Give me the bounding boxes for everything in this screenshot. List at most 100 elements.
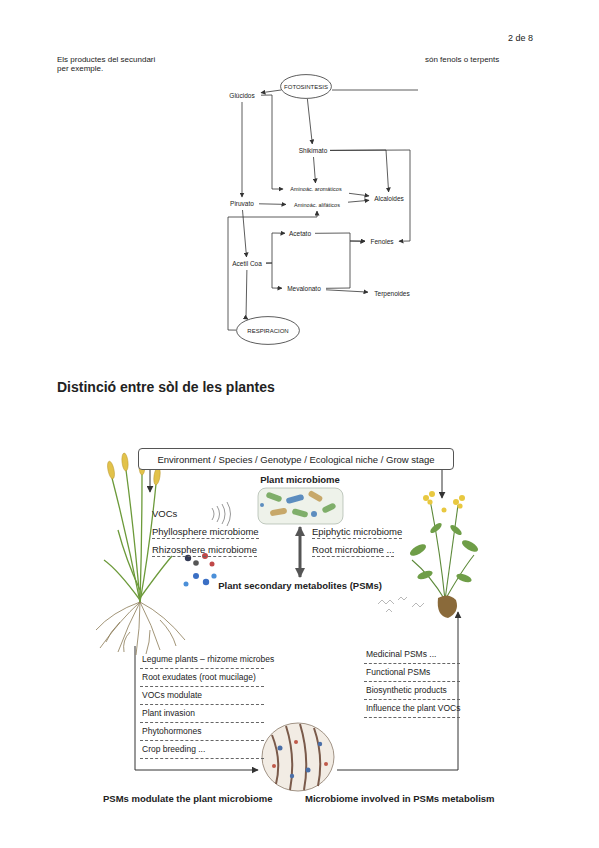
wheat-plant: [124, 632, 130, 652]
flow-arrow: [330, 150, 410, 241]
cell-image: [300, 724, 306, 790]
process-node: Acetil Coa: [229, 258, 265, 269]
wheat-plant: [106, 622, 120, 642]
flow-arrow: [314, 157, 316, 183]
cell-image: [262, 723, 334, 791]
flow-arrow: [326, 241, 365, 288]
list-item: Phytohormones: [140, 723, 264, 741]
figure-label: Microbiome involved in PSMs metabolism: [305, 793, 495, 804]
cell-image: [272, 724, 320, 790]
flow-arrow: [307, 99, 312, 144]
page-text: Els productes del secundari: [57, 55, 155, 64]
list-item: Medicinal PSMs ...: [364, 646, 460, 664]
medicinal-plant: [429, 491, 435, 497]
microbe-image: [258, 488, 343, 524]
process-node: Terpenoides: [369, 288, 415, 299]
figure-label: Epiphytic microbiome: [312, 526, 402, 539]
list-item: Biosynthetic products: [364, 682, 460, 700]
medicinal-plant: [455, 572, 472, 584]
flow-arrow: [259, 203, 286, 205]
section-heading: Distinció entre sòl de les plantes: [57, 379, 275, 395]
microbe-image: [291, 508, 308, 518]
cell-image: [286, 726, 292, 790]
medicinal-plant: [460, 538, 480, 554]
molecule-dots: [193, 560, 199, 566]
flow-arrow: [266, 233, 285, 263]
figure-label: Rhizosphere microbiome: [152, 544, 257, 557]
voc-waves: [227, 502, 231, 526]
wheat-plant: [112, 478, 140, 602]
medicinal-plant: [445, 555, 474, 600]
voc-waves: [222, 504, 225, 524]
medicinal-plant: [457, 503, 462, 508]
cell-image: [314, 728, 320, 786]
list-item: Plant invasion: [140, 705, 264, 723]
wheat-plant: [100, 602, 140, 648]
list-box: Legume plants – rhizome microbesRoot exu…: [140, 651, 264, 759]
figure-wires: [150, 470, 151, 492]
wheat-plant: [118, 602, 140, 652]
wheat-plant: [140, 556, 172, 598]
microbe-image: [265, 491, 282, 502]
list-item: Influence the plant VOCs: [364, 700, 460, 718]
flow-arrow: [330, 150, 389, 192]
node-text: Terpenoides: [374, 290, 409, 297]
list-item: Crop breeding ...: [140, 741, 264, 759]
molecule-dots: [211, 573, 216, 578]
medicinal-plant: [438, 595, 457, 618]
node-text: Acetil Coa: [232, 260, 262, 267]
wheat-plant: [136, 602, 140, 655]
process-node: Plant microbiome: [250, 474, 350, 526]
cell-image: [318, 742, 322, 746]
flow-arrow: [243, 210, 247, 257]
medicinal-plant: [427, 499, 432, 504]
figure-label: Root microbiome ...: [312, 544, 394, 557]
flow-arrow: [261, 90, 281, 93]
process-node: Aminoác. aromáticos: [284, 184, 348, 194]
medicinal-plant: [408, 542, 428, 558]
medicinal-plant: [423, 491, 465, 513]
process-node: Glúcidos: [224, 90, 260, 101]
wheat-plant: [140, 484, 156, 602]
microbe-image: [307, 490, 323, 503]
page-text: 2 de 8: [508, 33, 533, 43]
list-item: Legume plants – rhizome microbes: [140, 651, 264, 669]
medicinal-plant: [408, 521, 480, 584]
medicinal-plant: [398, 597, 407, 600]
molecule-dots: [185, 555, 191, 561]
cell-image: [324, 762, 328, 766]
voc-waves: [217, 506, 220, 522]
medicinal-plant: [442, 508, 447, 513]
microbe-image: [286, 494, 305, 504]
process-node: Shikimato: [297, 145, 329, 156]
ellipse-shape: [237, 317, 300, 345]
microbe-image: [270, 507, 288, 516]
node-text: Plant secondary metabolites (PSMs): [218, 580, 382, 591]
cell-image: [272, 735, 278, 784]
process-node: Acetato: [286, 228, 314, 239]
medicinal-plant: [378, 600, 394, 604]
flow-arrow: [261, 95, 283, 189]
process-node: Aminoác. alifáticos: [287, 200, 347, 210]
double-arrow: [299, 527, 302, 577]
microbe-image: [258, 488, 343, 524]
cell-image: [306, 768, 311, 773]
cell-image: [262, 723, 334, 791]
voc-waves: [212, 508, 214, 520]
process-node: Plant secondary metabolites (PSMs): [220, 578, 380, 592]
node-text: Fenoles: [370, 238, 393, 245]
flow-arrow: [326, 290, 368, 292]
wheat-plant: [140, 602, 185, 640]
node-text: Environment / Species / Genotype / Ecolo…: [157, 454, 434, 465]
cell-image: [278, 746, 283, 751]
wheat-plant: [106, 461, 116, 480]
process-ellipse: RESPIRACION: [236, 316, 300, 345]
process-node: Piruvato: [226, 198, 258, 209]
medicinal-plant: [412, 603, 424, 607]
cell-image: [272, 764, 276, 768]
cell-image: [290, 774, 294, 778]
medicinal-plant: [449, 523, 464, 537]
